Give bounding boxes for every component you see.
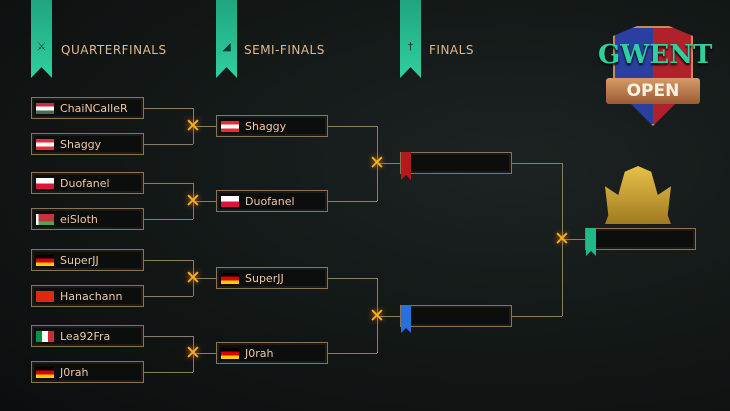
bracket-connector (512, 316, 562, 317)
bracket-connector (144, 372, 193, 373)
player-name: Shaggy (60, 137, 102, 151)
bracket-connector (193, 336, 194, 372)
bracket-connector (328, 353, 377, 354)
bracket-connector (193, 278, 216, 279)
bracket-connector (144, 336, 193, 337)
flag-austria-icon (221, 120, 239, 132)
crossed-swords-icon: ✕ (185, 342, 201, 364)
player-name: ChaiNCalleR (60, 101, 128, 115)
player-name: SuperJJ (60, 253, 99, 267)
flag-poland-icon (221, 195, 239, 207)
trophy-crown-icon (605, 166, 671, 224)
round-banner-finals: † (400, 0, 421, 78)
player-name: J0rah (245, 346, 274, 360)
flag-austria-icon (36, 138, 54, 150)
crossed-swords-icon: ✕ (554, 228, 570, 250)
bracket-connector (377, 316, 400, 317)
bracket-connector (512, 163, 562, 164)
heading-quarterfinals: QUARTERFINALS (61, 43, 167, 57)
heading-finals: FINALS (429, 43, 474, 57)
flag-hungary-icon (36, 102, 54, 114)
sf-player-slot[interactable]: Duofanel (216, 190, 328, 212)
bracket-connector (144, 260, 193, 261)
flag-italy-icon (36, 330, 54, 342)
crossed-swords-icon: ✕ (185, 267, 201, 289)
flag-germany-icon (221, 272, 239, 284)
player-name: Hanachann (60, 289, 123, 303)
bow-icon: ◢ (222, 40, 231, 53)
bracket-connector (193, 126, 216, 127)
qf-player-slot[interactable]: Shaggy (31, 133, 144, 155)
crossed-swords-icon: ✕ (369, 305, 385, 327)
crossed-swords-icon: ✕ (185, 115, 201, 137)
bracket-connector (377, 278, 378, 353)
player-name: J0rah (60, 365, 89, 379)
flag-germany-icon (36, 254, 54, 266)
flag-germany-icon (36, 366, 54, 378)
bracket-connector (193, 353, 216, 354)
qf-player-slot[interactable]: Lea92Fra (31, 325, 144, 347)
gwent-open-logo: GWENT OPEN (598, 18, 712, 133)
winner-slot[interactable] (585, 228, 696, 250)
sf-player-slot[interactable]: SuperJJ (216, 267, 328, 289)
round-banner-quarterfinals: ⚔ (31, 0, 52, 78)
bracket-connector (193, 201, 216, 202)
qf-player-slot[interactable]: Duofanel (31, 172, 144, 194)
player-name: Duofanel (60, 176, 110, 190)
qf-player-slot[interactable]: SuperJJ (31, 249, 144, 271)
flag-china-icon (36, 290, 54, 302)
flag-poland-icon (36, 177, 54, 189)
bracket-connector (144, 219, 193, 220)
bracket-connector (377, 163, 400, 164)
bracket-connector (328, 278, 377, 279)
winner-ribbon-icon (586, 228, 596, 256)
sf-player-slot[interactable]: J0rah (216, 342, 328, 364)
player-name: Shaggy (245, 119, 287, 133)
bracket-connector (144, 183, 193, 184)
bracket-connector (562, 239, 585, 240)
bracket-connector (144, 144, 193, 145)
qf-player-slot[interactable]: eiSloth (31, 208, 144, 230)
bracket-connector (328, 201, 377, 202)
player-name: Duofanel (245, 194, 295, 208)
sword-icon: † (407, 40, 414, 53)
flag-germany-icon (221, 347, 239, 359)
crossbow-icon: ⚔ (36, 40, 47, 53)
crossed-swords-icon: ✕ (369, 152, 385, 174)
crossed-swords-icon: ✕ (185, 190, 201, 212)
qf-player-slot[interactable]: Hanachann (31, 285, 144, 307)
bracket-connector (328, 126, 377, 127)
final-player-slot[interactable] (400, 305, 512, 327)
final-ribbon-icon (401, 305, 411, 333)
player-name: SuperJJ (245, 271, 284, 285)
qf-player-slot[interactable]: J0rah (31, 361, 144, 383)
qf-player-slot[interactable]: ChaiNCalleR (31, 97, 144, 119)
bracket-connector (144, 108, 193, 109)
final-player-slot[interactable] (400, 152, 512, 174)
heading-semifinals: SEMI-FINALS (244, 43, 325, 57)
sf-player-slot[interactable]: Shaggy (216, 115, 328, 137)
final-ribbon-icon (401, 152, 411, 180)
round-banner-semifinals: ◢ (216, 0, 237, 78)
player-name: eiSloth (60, 212, 98, 226)
player-name: Lea92Fra (60, 329, 111, 343)
bracket-connector (144, 296, 193, 297)
flag-belarus-icon (36, 213, 54, 225)
